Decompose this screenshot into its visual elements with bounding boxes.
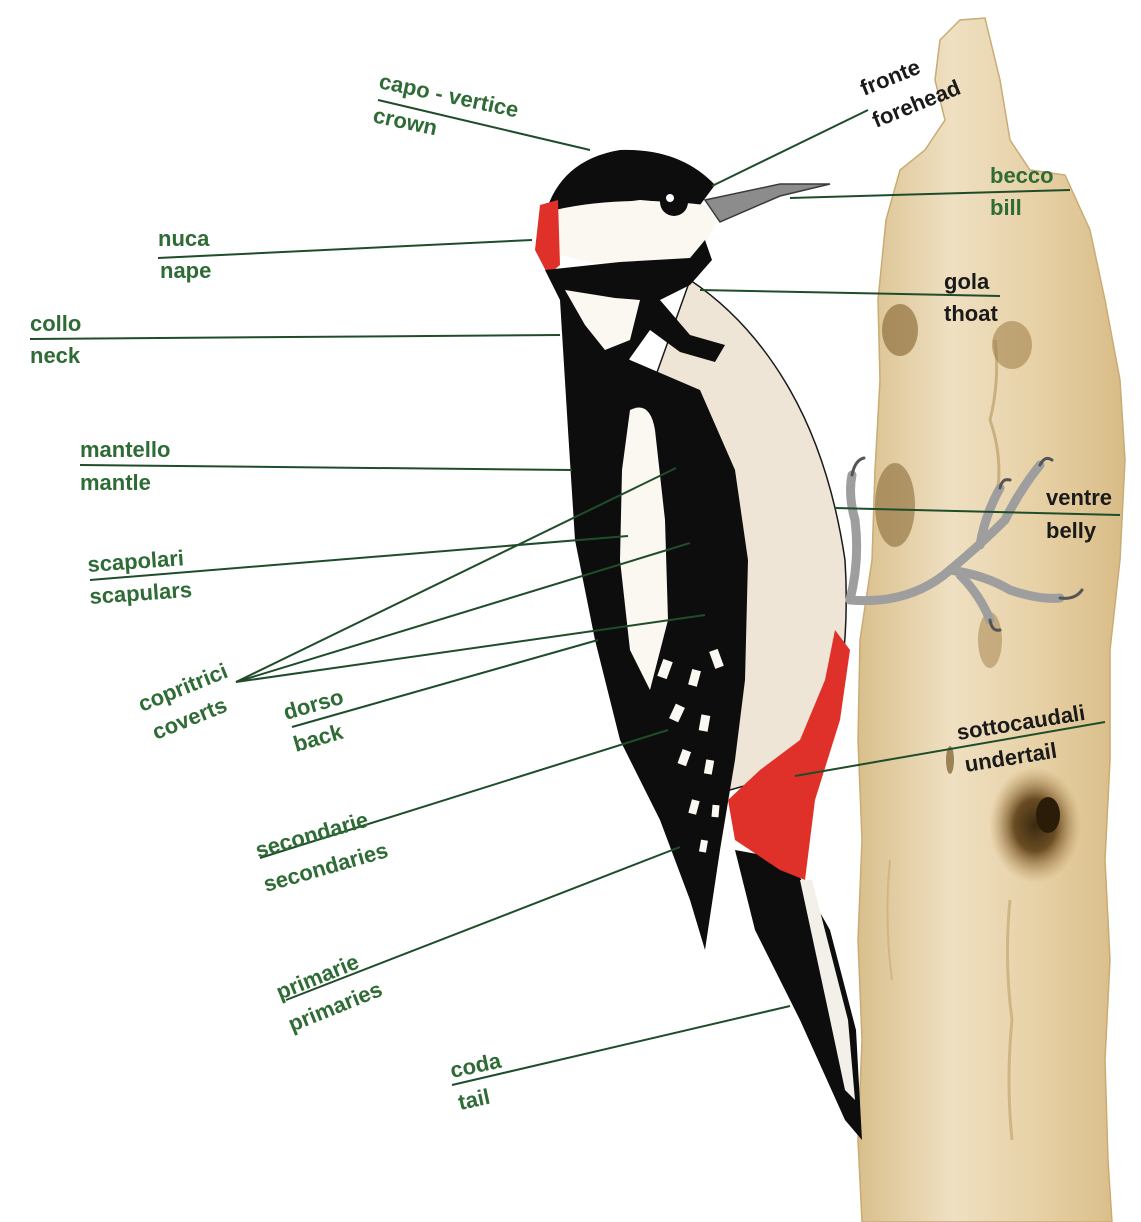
bird-eye bbox=[660, 188, 688, 216]
leader-line-forehead bbox=[712, 110, 868, 186]
label-neck-it: collo bbox=[30, 311, 81, 336]
leader-line-tail bbox=[452, 1006, 790, 1085]
label-bill-it: becco bbox=[990, 163, 1054, 188]
label-mantle-en: mantle bbox=[80, 470, 151, 495]
label-crown-en: crown bbox=[371, 102, 440, 140]
leader-line-neck bbox=[30, 335, 560, 339]
leader-line-mantle bbox=[80, 465, 572, 470]
label-scapulars-en: scapulars bbox=[89, 577, 193, 609]
trunk-knot bbox=[882, 304, 918, 356]
label-belly-en: belly bbox=[1046, 518, 1097, 543]
bird-eye-highlight bbox=[666, 194, 674, 202]
label-belly-it: ventre bbox=[1046, 485, 1112, 510]
trunk-knot bbox=[875, 463, 915, 547]
label-mantle-it: mantello bbox=[80, 437, 170, 462]
label-nape-en: nape bbox=[160, 258, 211, 283]
trunk-hole bbox=[989, 767, 1081, 883]
label-bill-en: bill bbox=[990, 195, 1022, 220]
bird-nape-red bbox=[535, 200, 560, 275]
bird-tail bbox=[735, 850, 862, 1140]
label-nape-it: nuca bbox=[158, 226, 210, 251]
label-tail-en: tail bbox=[456, 1084, 492, 1115]
trunk-hole-center bbox=[1036, 797, 1060, 833]
label-scapulars-it: scapolari bbox=[87, 545, 185, 577]
label-neck-en: neck bbox=[30, 343, 81, 368]
leader-line-nape bbox=[158, 240, 532, 258]
trunk-knot bbox=[992, 321, 1032, 369]
label-throat-en: thoat bbox=[944, 301, 998, 326]
label-tail-it: coda bbox=[448, 1048, 504, 1083]
label-throat-it: gola bbox=[944, 269, 990, 294]
bird-beak bbox=[705, 184, 830, 222]
